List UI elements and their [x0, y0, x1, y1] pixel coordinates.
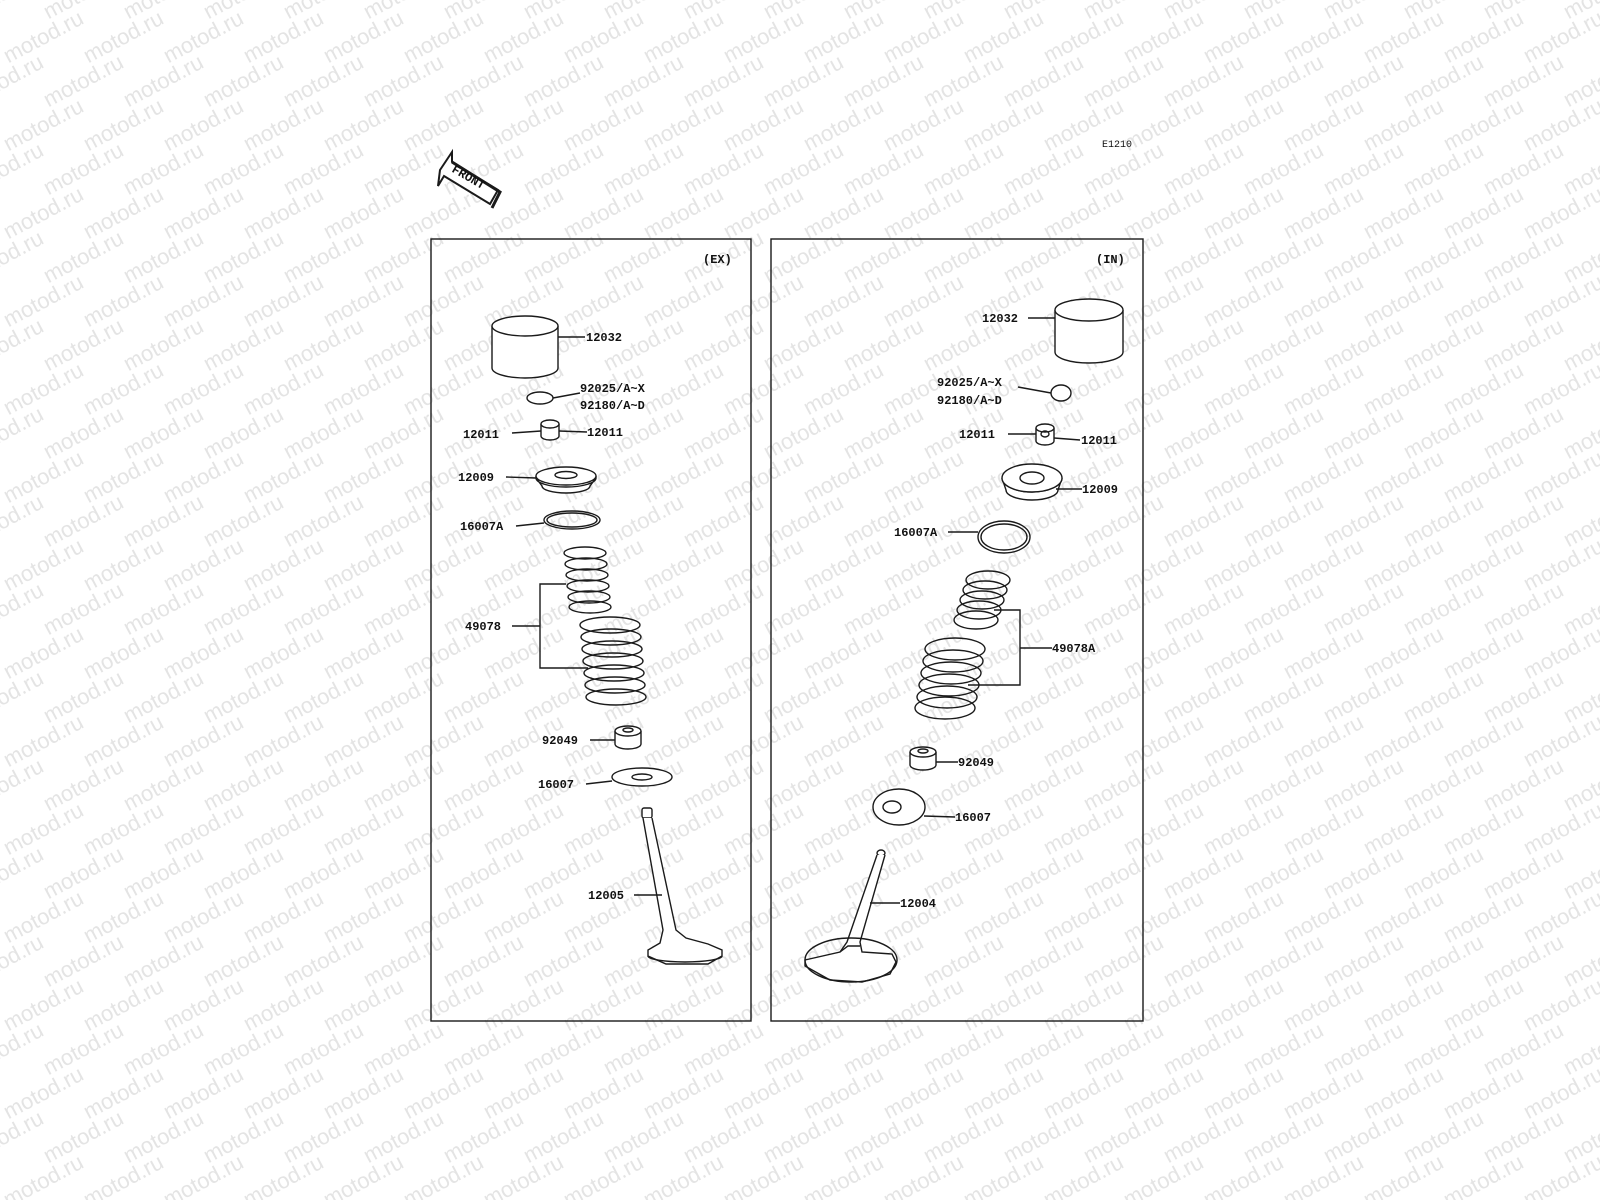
intake-label-tappet: 12032 — [982, 312, 1018, 326]
intake-panel: (IN) 12032 92025/A~X 92180/A~D 12011 1 — [770, 238, 1144, 1022]
exhaust-label-tappet: 12032 — [586, 331, 622, 345]
intake-upper-spring-seat — [977, 520, 1031, 554]
intake-label-shim-a: 92025/A~X — [937, 376, 1003, 390]
intake-stem-seal — [909, 746, 937, 771]
intake-outer-spring — [914, 637, 986, 720]
intake-panel-frame — [770, 238, 1144, 1022]
exhaust-label-shim-b: 92180/A~D — [580, 399, 645, 413]
exhaust-label-cotter-left: 12011 — [463, 428, 499, 442]
intake-label-valve: 12004 — [900, 897, 936, 911]
exhaust-inner-spring — [563, 546, 612, 614]
exhaust-panel-tag: (EX) — [703, 253, 732, 267]
intake-tappet — [1054, 298, 1124, 364]
intake-cotter — [1035, 423, 1055, 446]
exhaust-label-retainer: 12009 — [458, 471, 494, 485]
intake-label-stem-seal: 92049 — [958, 756, 994, 770]
exhaust-valve — [641, 807, 723, 965]
intake-label-cotter-right: 12011 — [1081, 434, 1117, 448]
exhaust-label-lower-seat: 16007 — [538, 778, 574, 792]
intake-label-shim-b: 92180/A~D — [937, 394, 1002, 408]
exhaust-outer-spring — [579, 616, 647, 706]
diagram-code: E1210 — [1102, 140, 1132, 151]
exhaust-panel-frame — [430, 238, 752, 1022]
intake-valve — [804, 849, 898, 983]
exhaust-label-shim-a: 92025/A~X — [580, 382, 646, 396]
intake-inner-spring — [953, 570, 1011, 630]
exhaust-label-stem-seal: 92049 — [542, 734, 578, 748]
intake-label-upper-seat: 16007A — [894, 526, 938, 540]
intake-shim — [1050, 384, 1072, 402]
exhaust-shim — [526, 391, 554, 405]
exhaust-label-spring-set: 49078 — [465, 620, 501, 634]
intake-label-retainer: 12009 — [1082, 483, 1118, 497]
intake-panel-tag: (IN) — [1096, 253, 1125, 267]
exhaust-label-upper-seat: 16007A — [460, 520, 504, 534]
exhaust-tappet — [491, 315, 559, 379]
exhaust-cotter — [540, 419, 560, 441]
intake-label-lower-seat: 16007 — [955, 811, 991, 825]
intake-lower-spring-seat — [872, 788, 926, 826]
intake-retainer — [1001, 463, 1063, 501]
exhaust-lower-spring-seat — [611, 767, 673, 787]
exhaust-label-valve: 12005 — [588, 889, 624, 903]
intake-label-cotter-left: 12011 — [959, 428, 995, 442]
exhaust-retainer — [535, 466, 597, 494]
exhaust-label-cotter-right: 12011 — [587, 426, 623, 440]
front-arrow-icon: FRONT — [437, 148, 502, 209]
intake-label-spring-set: 49078A — [1052, 642, 1096, 656]
exhaust-panel: (EX) 12032 92025/A~X 92180/A~D 12011 120… — [430, 238, 752, 1022]
exhaust-upper-spring-seat — [543, 510, 601, 530]
exhaust-stem-seal — [614, 725, 642, 750]
